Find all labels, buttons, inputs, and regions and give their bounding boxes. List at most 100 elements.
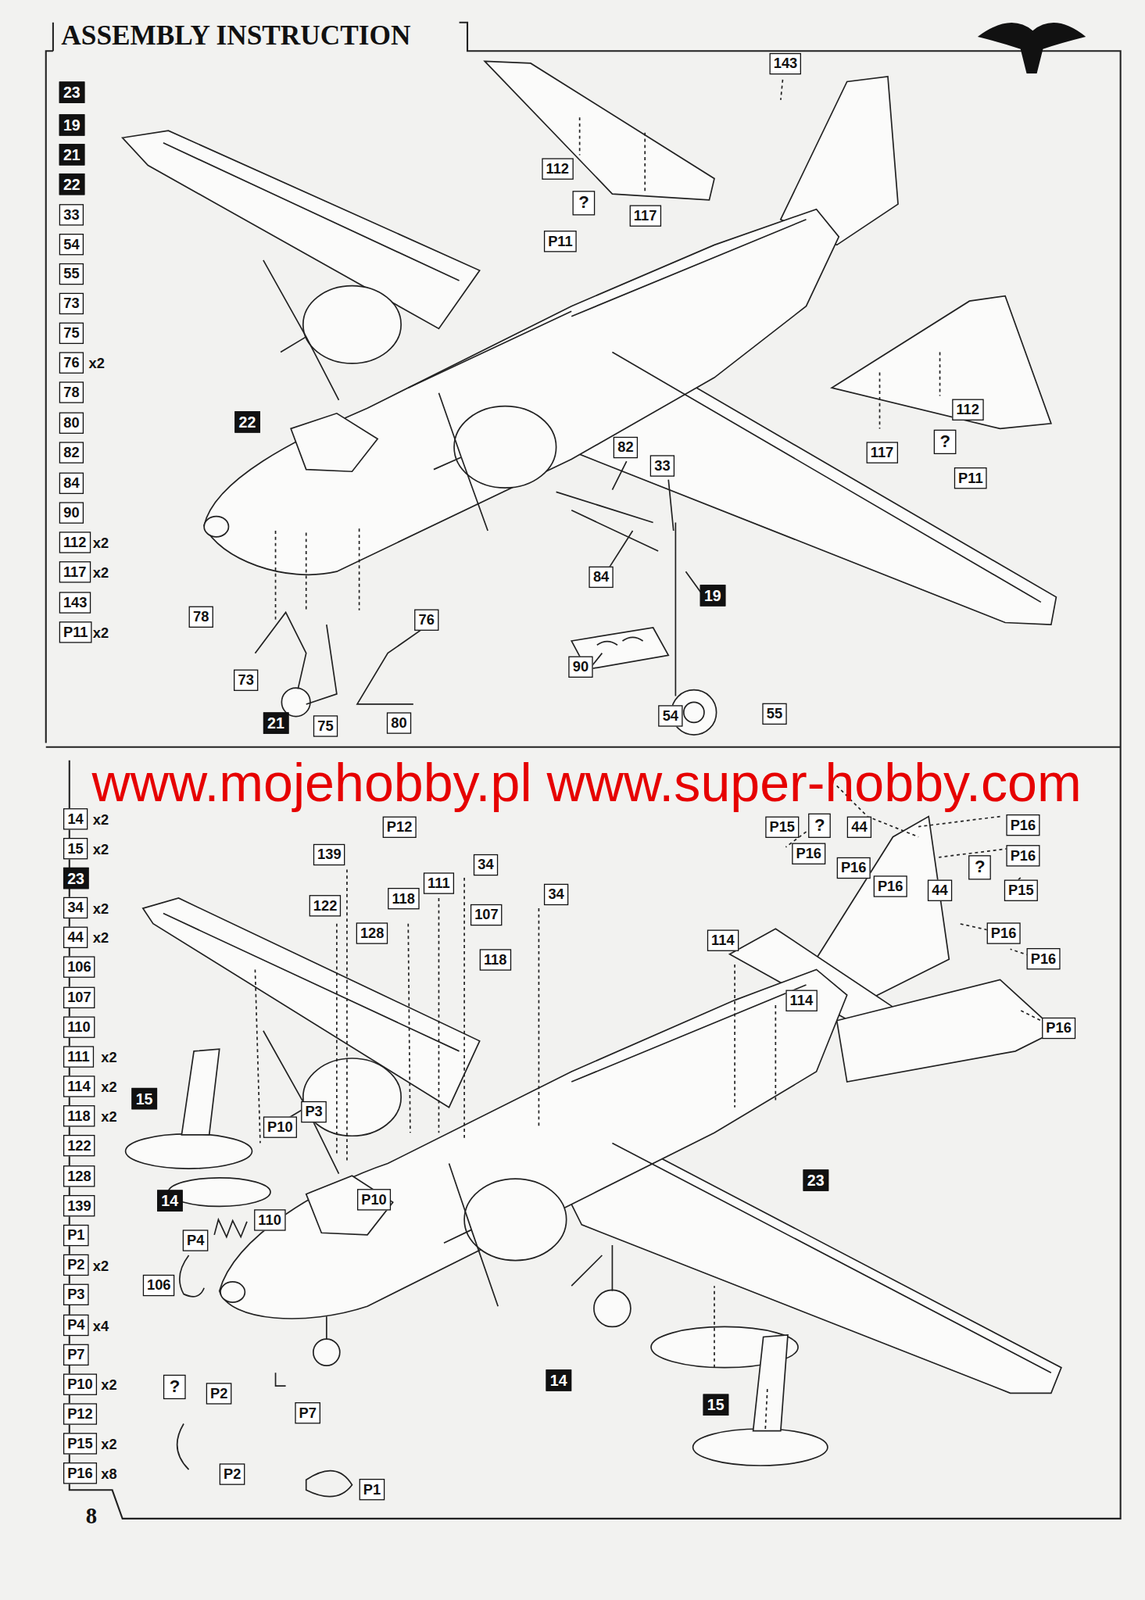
brand-logo — [977, 22, 1086, 74]
quantity-note: x2 — [100, 1077, 119, 1099]
page-frame — [46, 22, 1121, 1519]
quantity-note: x2 — [92, 622, 111, 644]
quantity-note: x2 — [92, 561, 111, 584]
page-number: 8 — [83, 1504, 100, 1529]
quantity-note: x2 — [92, 1255, 111, 1277]
page-title: ASSEMBLY INSTRUCTION — [60, 20, 411, 51]
optional-part-symbol: ? — [933, 429, 957, 455]
callout-number: 139 — [63, 1195, 96, 1217]
callout-number: 112 — [59, 531, 91, 553]
subassembly-number: 19 — [59, 114, 85, 136]
callout-number: P16 — [1026, 948, 1061, 970]
subassembly-number: 22 — [59, 173, 85, 195]
callout-number: P3 — [300, 1101, 327, 1123]
callout-number: P4 — [182, 1229, 209, 1251]
callout-number: 44 — [927, 880, 952, 902]
subassembly-number: 22 — [234, 411, 260, 433]
callout-number: 55 — [762, 703, 787, 725]
callout-number: 117 — [629, 204, 662, 226]
bottom-aircraft — [125, 816, 1062, 1466]
callout-number: 78 — [59, 381, 84, 403]
callout-number: P1 — [63, 1224, 90, 1246]
callout-number: P11 — [954, 467, 988, 489]
quantity-note: x2 — [100, 1434, 119, 1456]
callout-number: 33 — [650, 454, 675, 476]
callout-number: P2 — [63, 1254, 90, 1276]
quantity-note: x2 — [92, 808, 111, 831]
callout-number: 143 — [59, 591, 92, 613]
callout-number: 54 — [658, 704, 683, 727]
callout-number: 114 — [63, 1075, 95, 1097]
callout-number: P12 — [382, 816, 417, 838]
callout-number: 78 — [189, 606, 214, 628]
callout-number: 118 — [387, 887, 419, 909]
callout-number: 44 — [63, 926, 88, 949]
subassembly-number: 14 — [546, 1369, 572, 1391]
callout-number: 84 — [588, 566, 613, 588]
callout-number: P16 — [1005, 814, 1040, 836]
callout-number: P16 — [837, 857, 871, 879]
callout-number: 82 — [613, 436, 638, 458]
callout-number: P15 — [1004, 880, 1038, 902]
callout-number: P2 — [206, 1382, 233, 1404]
optional-part-symbol: ? — [808, 813, 831, 838]
callout-number: P16 — [873, 875, 908, 897]
callout-number: P15 — [765, 816, 799, 838]
callout-number: 114 — [707, 929, 739, 951]
subassembly-number: 21 — [263, 712, 289, 734]
callout-number: 107 — [470, 904, 503, 926]
callout-number: 73 — [59, 293, 84, 315]
callout-number: P1 — [359, 1478, 386, 1500]
optional-part-symbol: ? — [968, 855, 992, 880]
callout-number: 90 — [59, 501, 84, 523]
callout-number: 110 — [63, 1016, 95, 1038]
callout-number: 80 — [386, 712, 412, 734]
callout-number: 111 — [423, 872, 455, 894]
callout-number: 82 — [59, 441, 84, 463]
callout-number: 122 — [63, 1134, 96, 1156]
callout-number: 80 — [59, 412, 84, 434]
callout-number: 34 — [543, 883, 569, 906]
callout-number: 55 — [59, 263, 84, 285]
callout-number: 84 — [59, 472, 84, 494]
callout-number: 90 — [568, 656, 593, 678]
callout-number: P3 — [63, 1284, 90, 1306]
subassembly-number: 23 — [59, 81, 85, 103]
quantity-note: x8 — [100, 1463, 119, 1485]
subassembly-number: 23 — [63, 867, 89, 889]
callout-number: 76 — [59, 351, 84, 373]
quantity-note: x2 — [100, 1047, 119, 1069]
subassembly-number: 15 — [131, 1087, 157, 1110]
callout-number: 44 — [847, 816, 872, 838]
callout-number: P12 — [63, 1402, 97, 1425]
callout-number: 106 — [143, 1274, 176, 1296]
callout-number: P16 — [1041, 1017, 1076, 1039]
callout-number: P10 — [263, 1116, 297, 1138]
callout-number: P16 — [63, 1462, 97, 1484]
callout-number: 75 — [313, 715, 338, 737]
subassembly-number: 19 — [700, 584, 726, 606]
top-aircraft — [122, 60, 1057, 735]
callout-number: P4 — [63, 1314, 90, 1336]
quantity-note: x2 — [92, 838, 111, 860]
callout-number: 117 — [866, 441, 899, 463]
subassembly-number: 15 — [703, 1394, 729, 1416]
callout-number: 128 — [63, 1165, 96, 1187]
subassembly-number: 14 — [157, 1189, 183, 1211]
callout-number: P11 — [543, 230, 577, 252]
panel-divider — [46, 746, 1121, 748]
callout-number: 128 — [356, 922, 389, 944]
callout-number: P16 — [1005, 844, 1040, 866]
callout-number: 111 — [63, 1045, 94, 1067]
optional-part-symbol: ? — [163, 1374, 187, 1400]
quantity-note: x2 — [87, 353, 106, 375]
callout-number: P15 — [63, 1432, 97, 1454]
callout-number: 76 — [414, 609, 439, 631]
callout-number: 73 — [233, 669, 258, 691]
callout-number: 112 — [951, 399, 984, 421]
quantity-note: x2 — [100, 1105, 119, 1128]
callout-number: 143 — [769, 53, 802, 75]
callout-number: 33 — [59, 203, 84, 226]
quantity-note: x2 — [92, 898, 111, 920]
watermark: www.mojehobby.pl www.super-hobby.com — [92, 753, 1082, 813]
